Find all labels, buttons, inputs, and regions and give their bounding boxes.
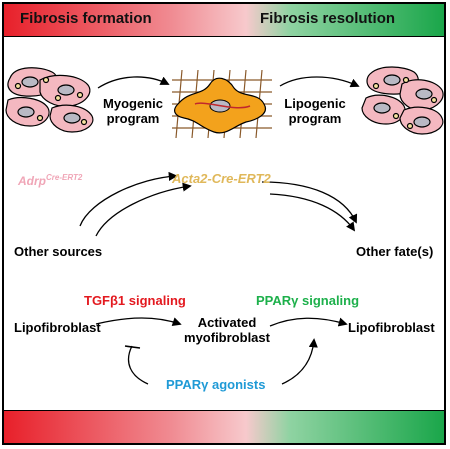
myogenic-program-label: Myogenic program	[103, 96, 163, 126]
agonist-activation-arrow	[281, 338, 318, 385]
top-gradient-banner: Fibrosis formation Fibrosis resolution	[4, 4, 444, 37]
lipofibroblast-left-label: Lipofibroblast	[14, 320, 101, 335]
other-fates-arrow-2	[269, 193, 356, 232]
lipo-to-activated-arrow	[95, 317, 182, 327]
other-fates-label: Other fate(s)	[356, 244, 434, 259]
other-sources-label: Other sources	[14, 244, 103, 259]
ppar-signaling-label: PPARγ signaling	[256, 293, 360, 308]
activated-to-lipo-arrow	[269, 317, 348, 327]
lipogenic-program-label: Lipogenic program	[284, 96, 346, 126]
acta2-cre-label: Acta2-Cre-ERT2	[172, 171, 271, 186]
right-cell-cluster	[361, 66, 444, 135]
fibrosis-formation-label: Fibrosis formation	[20, 10, 152, 27]
agonist-inhibition-bar	[124, 345, 141, 349]
agonist-inhibition-line	[127, 345, 149, 385]
myofibroblast-mesh-illustration	[172, 69, 272, 139]
bottom-gradient-banner	[4, 410, 444, 443]
lipogenic-arrow	[279, 76, 360, 88]
other-sources-arrow-1	[79, 171, 178, 227]
tgf-signaling-label: TGFβ1 signaling	[84, 293, 186, 308]
ppar-agonists-label: PPARγ agonists	[166, 377, 266, 392]
myogenic-arrow	[97, 76, 170, 89]
other-sources-arrow-2	[95, 182, 192, 237]
other-fates-arrow-1	[261, 181, 358, 224]
activated-myofibroblast-label: Activated myofibroblast	[184, 315, 270, 345]
lipofibroblast-right-label: Lipofibroblast	[348, 320, 435, 335]
fibrosis-resolution-label: Fibrosis resolution	[260, 10, 396, 27]
left-cell-cluster	[5, 67, 94, 133]
adrp-cre-label: AdrpCre-ERT2	[18, 173, 83, 188]
